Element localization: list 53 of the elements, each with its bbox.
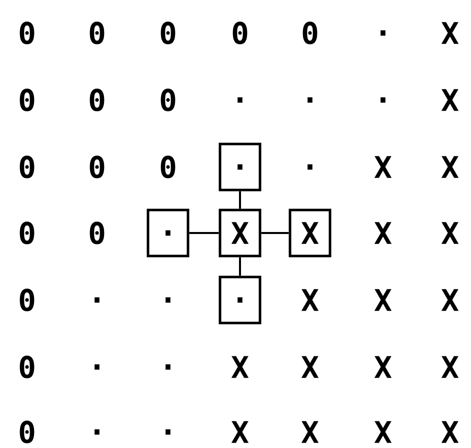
grid-character: 0 xyxy=(20,156,34,178)
cell-box: . xyxy=(218,142,262,192)
grid-character: 0 xyxy=(90,88,104,112)
grid-character: . xyxy=(380,30,386,36)
grid-character: . xyxy=(238,97,242,103)
grid-character: . xyxy=(94,364,100,370)
grid-character: . xyxy=(380,97,386,103)
grid-character: X xyxy=(231,356,249,378)
grid-character: X xyxy=(301,356,319,378)
grid-character: X xyxy=(231,421,249,443)
connector-line xyxy=(261,232,289,234)
grid-character: X xyxy=(441,289,459,311)
grid-character: X xyxy=(301,421,319,443)
connector-line xyxy=(239,257,241,276)
grid-character: X xyxy=(441,156,459,178)
grid-character: 0 xyxy=(160,22,176,44)
grid-character: 0 xyxy=(20,420,34,444)
cell-box: . xyxy=(146,208,190,258)
grid-character: . xyxy=(94,297,100,303)
grid-character: X xyxy=(441,222,459,244)
grid-character: X xyxy=(441,22,459,44)
grid-character: 0 xyxy=(20,88,34,112)
grid-character: X xyxy=(374,289,392,311)
grid-character: 0 xyxy=(20,288,34,312)
grid-character: X xyxy=(374,222,392,244)
grid-character: 0 xyxy=(20,356,34,378)
grid-character: 0 xyxy=(20,222,34,244)
grid-character: 0 xyxy=(302,22,318,44)
grid-character: . xyxy=(94,429,100,435)
grid-character: . xyxy=(308,164,312,170)
grid-character: 0 xyxy=(160,88,176,112)
cell-box: X xyxy=(218,208,262,258)
connector-line xyxy=(189,232,219,234)
grid-character: . xyxy=(308,97,312,103)
grid-character: 0 xyxy=(90,222,104,244)
grid-character: X xyxy=(374,421,392,443)
grid-character: 0 xyxy=(232,22,248,44)
grid-character: X xyxy=(374,156,392,178)
grid-character: 0 xyxy=(90,156,104,178)
connector-line xyxy=(239,191,241,209)
grid-character: X xyxy=(441,421,459,443)
grid-character: 0 xyxy=(90,22,104,44)
grid-character: . xyxy=(166,429,170,435)
grid-character: X xyxy=(441,356,459,378)
grid-character: X xyxy=(441,89,459,111)
grid-character: . xyxy=(166,364,170,370)
grid-character: . xyxy=(166,297,170,303)
grid-character: X xyxy=(374,356,392,378)
grid-character: X xyxy=(301,289,319,311)
grid-character: 0 xyxy=(160,156,176,178)
grid-character: 0 xyxy=(20,22,34,44)
cell-box: X xyxy=(288,208,332,258)
cell-box: . xyxy=(218,276,262,324)
